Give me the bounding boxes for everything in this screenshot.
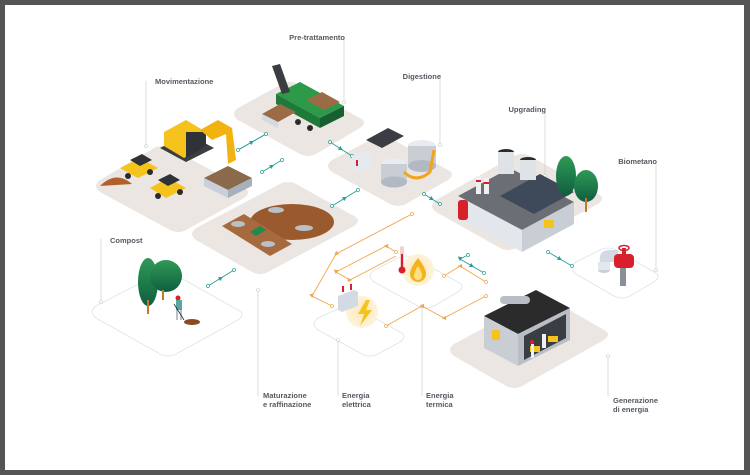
- flow-thermal-loop: [333, 243, 397, 283]
- trees-compost: [138, 258, 182, 314]
- label-energy-generation: Generazione di energia: [613, 396, 659, 414]
- shredder-illustration: [262, 64, 344, 131]
- flow-generation-to-thermal: [443, 263, 487, 283]
- factory-illustration: [458, 149, 574, 252]
- energy-flows: [309, 213, 487, 327]
- flow-pretreatment-to-maturation: [261, 159, 283, 173]
- flow-digestion-to-upgrading: [423, 193, 441, 205]
- label-handling: Movimentazione: [155, 77, 214, 86]
- excavator-illustration: [160, 120, 236, 164]
- container-illustration: [204, 166, 252, 198]
- energy-flow-nodes: [330, 212, 488, 328]
- tile-biomethane: [571, 247, 659, 299]
- flow-maturation-to-compost: [207, 269, 235, 287]
- flow-upgrading-to-biomethane: [547, 251, 573, 267]
- label-compost: Compost: [110, 236, 143, 245]
- tile-pretreatment: [234, 82, 364, 156]
- label-biomethane: Biometano: [618, 157, 657, 166]
- electric-energy-icon: [338, 284, 378, 328]
- valve-illustration: [598, 244, 634, 286]
- chp-unit-illustration: [484, 290, 570, 366]
- flow-generation-to-electric: [385, 295, 487, 327]
- worker-illustration: [173, 295, 200, 325]
- compost-pile-illustration: [222, 204, 334, 256]
- flow-handling-to-pretreatment: [237, 133, 267, 151]
- flow-electric-loop: [309, 213, 413, 307]
- label-electric-energy: Energia elettrica: [342, 391, 371, 409]
- trees-upgrading: [556, 156, 598, 212]
- label-thermal-energy: Energia termica: [426, 391, 454, 409]
- label-upgrading: Upgrading: [508, 105, 547, 114]
- leader-lines: [100, 37, 657, 396]
- label-maturation: Maturazione e raffinazione: [263, 391, 312, 409]
- process-diagram: [91, 37, 659, 396]
- label-pretreatment: Pre-trattamento: [289, 33, 345, 42]
- thermal-energy-icon: [398, 246, 434, 286]
- flow-pretreatment-to-digestion: [329, 141, 353, 157]
- digester-illustration: [352, 128, 436, 188]
- label-digestion: Digestione: [402, 72, 441, 81]
- loader-illustration: [100, 154, 186, 199]
- flow-upgrading-to-generation: [457, 254, 485, 274]
- flow-digestion-to-maturation: [331, 189, 359, 207]
- material-flows: [207, 133, 573, 287]
- diagram-canvas: Pre-trattamento Movimentazione Digestion…: [5, 5, 744, 470]
